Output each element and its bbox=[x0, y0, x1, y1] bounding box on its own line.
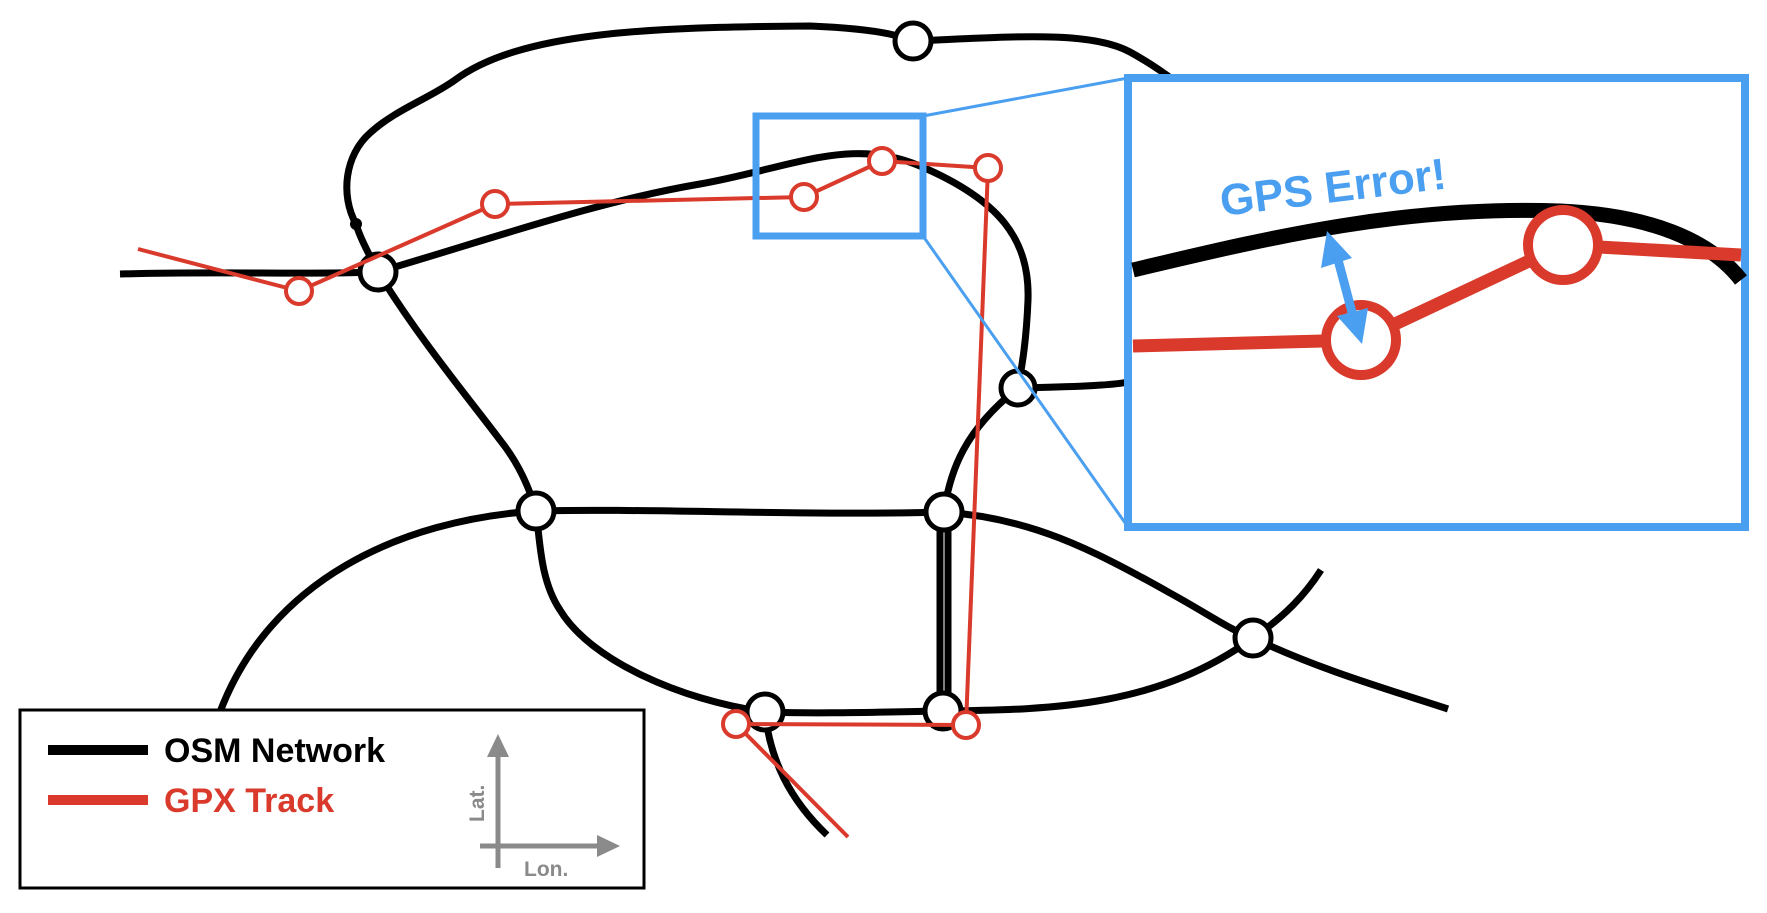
osm-road-west-main bbox=[119, 268, 379, 278]
lon-axis-label: Lon. bbox=[524, 858, 568, 881]
gpx-point bbox=[480, 189, 510, 219]
osm-road-southwest-arc bbox=[216, 507, 537, 714]
gpx-point bbox=[789, 182, 819, 212]
gpx-point bbox=[951, 710, 981, 740]
legend-gpx-label: GPX Track bbox=[164, 782, 334, 820]
axes-indicator: Lat. Lon. bbox=[466, 734, 620, 881]
zoom-gpx-line bbox=[1132, 238, 1742, 353]
lon-axis-arrowhead bbox=[597, 835, 620, 857]
zoom-osm-road bbox=[1131, 202, 1747, 285]
gps-error-arrow-head-bottom bbox=[1337, 308, 1368, 344]
osm-node bbox=[515, 490, 557, 532]
osm-road-southern-horizontal bbox=[764, 635, 1256, 717]
legend: OSM Network GPX Track Lat. Lon. bbox=[18, 708, 646, 890]
legend-osm-label: OSM Network bbox=[164, 732, 385, 770]
zoom-connector-top bbox=[922, 76, 1129, 118]
gpx-point bbox=[284, 276, 314, 306]
osm-road-northern-loop bbox=[343, 22, 1265, 226]
osm-small-node bbox=[350, 218, 362, 230]
gpx-point bbox=[867, 146, 897, 176]
osm-road-south-spur bbox=[761, 711, 830, 838]
gpx-points bbox=[284, 146, 1003, 740]
zoom-connector-bottom bbox=[921, 235, 1130, 528]
gpx-point bbox=[973, 153, 1003, 183]
zoom-inset: GPS Error! bbox=[1124, 74, 1749, 531]
lat-axis-label: Lat. bbox=[466, 785, 489, 822]
osm-road-middle-west-vertical bbox=[532, 510, 766, 716]
osm-road-north-main bbox=[377, 150, 1032, 389]
osm-road-middle-horizontal bbox=[535, 506, 945, 517]
gpx-point bbox=[721, 709, 751, 739]
osm-node bbox=[744, 691, 786, 733]
osm-node bbox=[923, 491, 965, 533]
osm-road-diagonal-west bbox=[375, 270, 540, 512]
zoom-gpx-point bbox=[1523, 205, 1603, 285]
osm-node bbox=[892, 20, 934, 62]
highlight-box bbox=[752, 112, 927, 240]
osm-node bbox=[1232, 617, 1274, 659]
osm-road-connector-curve bbox=[940, 385, 1021, 513]
gps-error-arrow bbox=[1332, 254, 1358, 318]
osm-road-east-lower bbox=[943, 508, 1450, 713]
gps-error-arrow-head-top bbox=[1321, 231, 1352, 268]
lat-axis-arrowhead bbox=[487, 734, 509, 757]
